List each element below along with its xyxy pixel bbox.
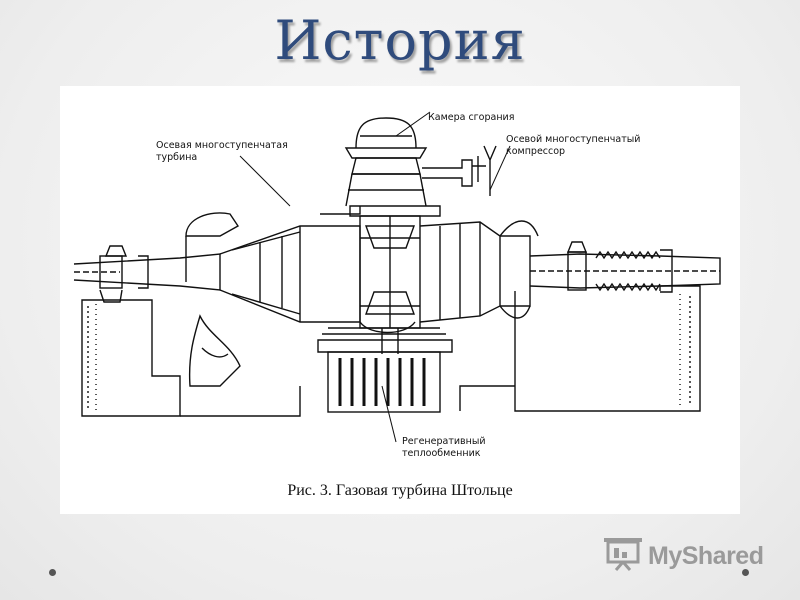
slide-bullet-right [742,569,749,576]
left-shaft [73,245,221,303]
foundation-right [459,285,701,412]
slide-bullet-left [49,569,56,576]
diagram-panel: Камера сгорания Осевая многоступенчатая … [60,86,740,514]
figure-caption: Рис. 3. Газовая турбина Штольце [287,482,513,499]
turbine-casing [185,212,361,387]
label-combustion-chamber: Камера сгорания [428,112,514,123]
label-axial-compressor-line1: Осевой многоступенчатый [506,134,640,145]
presentation-screen-icon [604,538,642,571]
watermark: MyShared [604,536,774,576]
label-axial-turbine-line2: турбина [156,152,197,163]
gas-turbine-diagram: Камера сгорания Осевая многоступенчатая … [73,111,721,459]
leader-lines [239,111,511,443]
right-shaft [529,241,721,293]
slide-title: История [274,9,526,72]
watermark-text: MyShared [648,542,764,570]
label-axial-turbine-line1: Осевая многоступенчатая [156,140,288,151]
compressor-casing [419,220,539,323]
foundation-left [81,299,301,417]
label-heat-exchanger-line1: Регенеративный [402,436,486,447]
label-axial-compressor-line2: компрессор [506,146,565,157]
central-body [320,205,441,354]
label-heat-exchanger-line2: теплообменник [402,448,481,459]
combustion-chamber [344,117,497,207]
